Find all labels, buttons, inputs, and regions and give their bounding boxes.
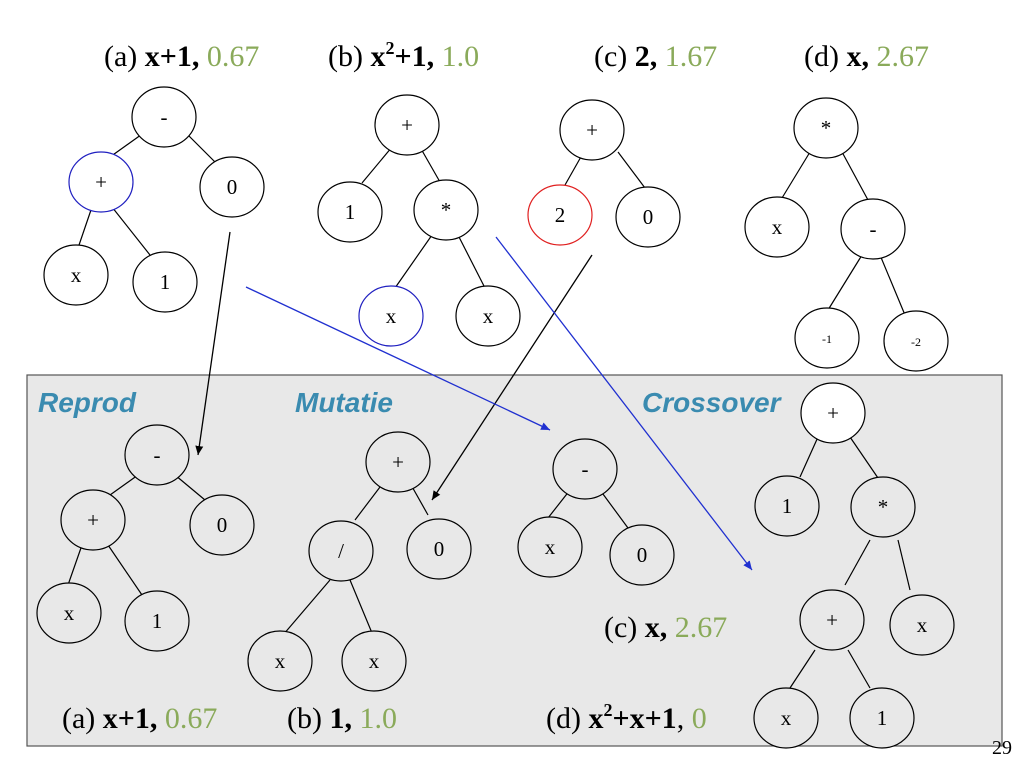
label-mutatie: Mutatie: [295, 387, 393, 418]
tree-node: [609, 524, 675, 586]
tree-node: [308, 520, 374, 582]
caption-a-bottom: (a) x+1, 0.67: [62, 702, 217, 735]
caption-c-top: (c) 2, 1.67: [594, 40, 717, 73]
node-label: *: [878, 495, 889, 519]
node-label: +: [586, 118, 598, 142]
tree-node: [189, 494, 255, 556]
node-label: +: [87, 508, 99, 532]
node-label: x: [369, 649, 380, 673]
tree-node: [850, 476, 916, 538]
node-label: 1: [877, 706, 888, 730]
caption-d-top: (d) x, 2.67: [804, 40, 929, 73]
mutation-subtree-arrow: [245, 286, 551, 431]
tree-node: [800, 382, 866, 444]
node-label: 2: [555, 203, 566, 227]
tree-node: [799, 589, 865, 651]
tree-node: [753, 687, 819, 749]
mutation-arrow: [431, 254, 593, 501]
tree-node: [552, 438, 618, 500]
node-label: -2: [911, 335, 921, 349]
node-label: x: [917, 613, 928, 637]
tree-node-highlighted: [68, 151, 134, 213]
caption-a-top: (a) x+1, 0.67: [104, 40, 259, 73]
tree-node: [124, 590, 190, 652]
node-label: +: [392, 450, 404, 474]
label-crossover: Crossover: [642, 387, 783, 418]
node-label: -: [870, 217, 877, 241]
node-label: +: [826, 608, 838, 632]
caption-c-bottom: (c) x, 2.67: [604, 611, 727, 644]
node-label: 1: [152, 609, 163, 633]
caption-b-top: (b) x2+1, 1.0: [328, 38, 479, 73]
tree-node: [132, 251, 198, 313]
node-label: x: [275, 649, 286, 673]
tree-node: [341, 630, 407, 692]
node-label: x: [71, 263, 82, 287]
tree-node: [517, 516, 583, 578]
tree-node: [559, 99, 625, 161]
tree-node: [374, 94, 440, 156]
label-reprod: Reprod: [38, 387, 137, 418]
crossover-arrow: [495, 236, 753, 571]
tree-node: [36, 582, 102, 644]
caption-d-bottom: (d) x2+x+1, 0: [546, 700, 707, 735]
tree-node: [793, 97, 859, 159]
caption-b-bottom: (b) 1, 1.0: [287, 702, 397, 735]
tree-node: [317, 181, 383, 243]
tree-node-highlighted: [527, 184, 593, 246]
node-label: 0: [643, 205, 654, 229]
tree-node: [455, 285, 521, 347]
node-label: /: [338, 539, 344, 563]
node-label: 1: [160, 270, 171, 294]
node-label: x: [483, 304, 494, 328]
tree-node-highlighted: [358, 285, 424, 347]
node-label: x: [545, 535, 556, 559]
node-label: 0: [217, 513, 228, 537]
tree-node: [247, 630, 313, 692]
node-label: 0: [637, 543, 648, 567]
tree-node: [744, 196, 810, 258]
node-label: -: [161, 105, 168, 129]
node-label: 0: [227, 175, 238, 199]
tree-node: [413, 179, 479, 241]
tree-node: [43, 244, 109, 306]
tree-node: [754, 475, 820, 537]
node-label: 1: [345, 200, 356, 224]
tree-node: [131, 86, 197, 148]
tree-node: [883, 310, 949, 372]
reproduction-arrow: [195, 231, 231, 456]
tree-node: [406, 518, 472, 580]
node-label: -: [154, 443, 161, 467]
node-label: -: [582, 457, 589, 481]
tree-node: [365, 431, 431, 493]
node-label: 0: [434, 537, 445, 561]
node-label: +: [95, 170, 107, 194]
tree-node: [199, 156, 265, 218]
tree-node: [840, 198, 906, 260]
tree-node: [889, 594, 955, 656]
node-label: x: [386, 304, 397, 328]
tree-node: [615, 186, 681, 248]
node-label: *: [441, 198, 452, 222]
node-label: +: [827, 401, 839, 425]
node-label: x: [781, 706, 792, 730]
page-number: 29: [992, 737, 1012, 759]
node-label: *: [821, 116, 832, 140]
tree-node: [849, 687, 915, 749]
node-label: x: [64, 601, 75, 625]
tree-node: [60, 489, 126, 551]
tree-edges: [67, 131, 911, 689]
node-label: x: [772, 215, 783, 239]
node-label: 1: [782, 494, 793, 518]
tree-node: [124, 424, 190, 486]
node-label: +: [401, 113, 413, 137]
node-label: -1: [822, 332, 832, 346]
tree-node: [794, 307, 860, 369]
